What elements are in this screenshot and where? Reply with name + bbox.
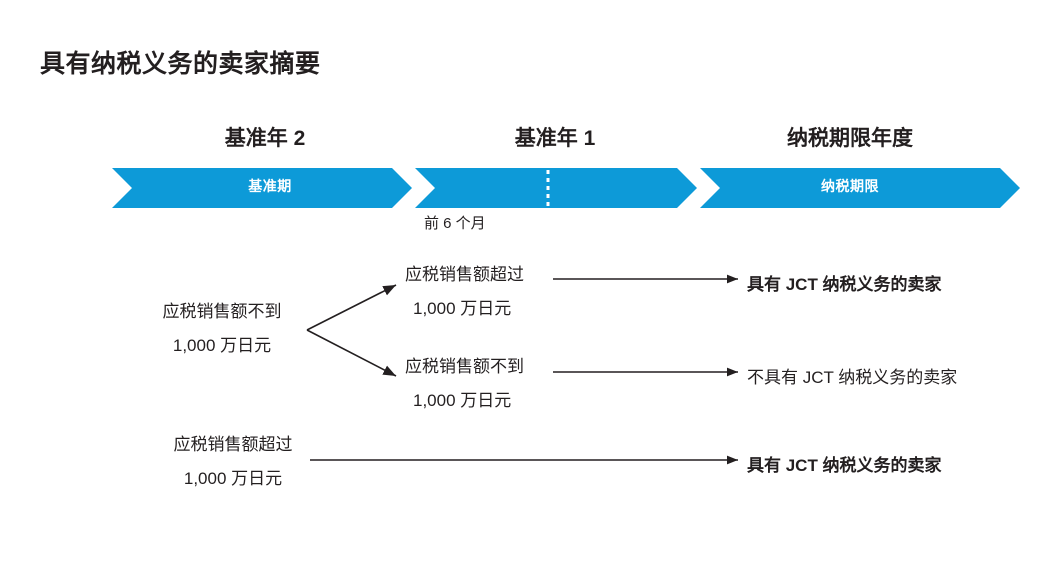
year-heading-baseline-2: 基准年 2	[224, 127, 306, 150]
direct-condition-line-1: 应税销售额超过	[173, 435, 293, 454]
branch-2-condition: 应税销售额不到 1,000 万日元	[405, 350, 575, 418]
branch-source-text: 应税销售额不到 1,000 万日元	[142, 295, 302, 363]
six-month-note: 前 6 个月	[424, 215, 486, 232]
branch-1-condition-line-1: 应税销售额超过	[405, 265, 524, 284]
branch-2-condition-line-2: 1,000 万日元	[413, 391, 512, 410]
result-non-taxable-seller: 不具有 JCT 纳税义务的卖家	[747, 368, 958, 387]
chevron-tax-period	[700, 168, 1020, 208]
arrow-branch-lower	[306, 329, 397, 377]
band-label-tax-period: 纳税期限	[821, 178, 879, 194]
branch-2-condition-line-1: 应税销售额不到	[405, 357, 524, 376]
page-title: 具有纳税义务的卖家摘要	[40, 50, 321, 78]
chevron-baseline-2	[112, 168, 412, 208]
direct-condition-line-2: 1,000 万日元	[183, 469, 283, 488]
year-heading-tax-period-year: 纳税期限年度	[787, 127, 913, 150]
direct-condition: 应税销售额超过 1,000 万日元	[153, 428, 313, 496]
branch-1-condition: 应税销售额超过 1,000 万日元	[405, 258, 575, 326]
branch-source-line-2: 1,000 万日元	[172, 336, 272, 355]
branch-source-line-1: 应税销售额不到	[162, 302, 282, 321]
year-heading-baseline-1: 基准年 1	[514, 127, 596, 150]
band-label-baseline-period: 基准期	[248, 178, 292, 194]
branch-1-condition-line-2: 1,000 万日元	[413, 299, 512, 318]
result-taxable-seller-1: 具有 JCT 纳税义务的卖家	[747, 275, 942, 294]
arrow-branch-upper	[306, 284, 397, 331]
timeline-chevron-band	[112, 168, 1020, 208]
chevron-baseline-1	[415, 168, 697, 208]
result-taxable-seller-2: 具有 JCT 纳税义务的卖家	[747, 456, 942, 475]
